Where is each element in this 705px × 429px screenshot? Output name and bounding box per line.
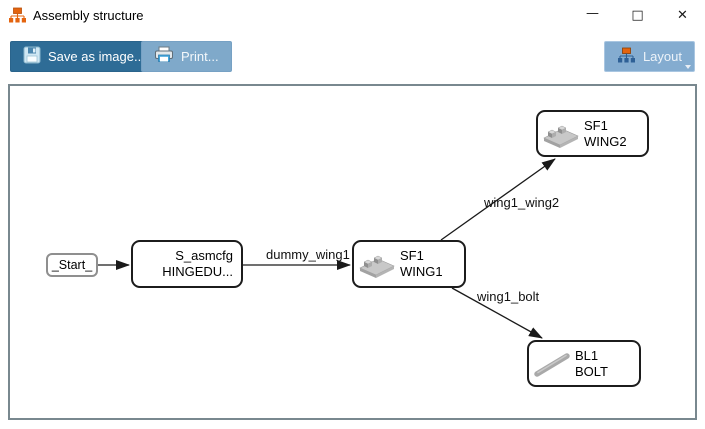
node-asmcfg[interactable]: S_asmcfg HINGEDU...: [131, 240, 243, 288]
layout-button[interactable]: Layout: [603, 41, 695, 72]
print-label: Print...: [181, 49, 219, 64]
close-icon: ✕: [677, 7, 688, 23]
node-asmcfg-line2: HINGEDU...: [162, 264, 233, 279]
node-wing2-line2: WING2: [584, 133, 627, 149]
titlebar: Assembly structure — □ ✕: [0, 0, 705, 30]
node-bolt-line1: BL1: [575, 347, 599, 363]
hierarchy-app-icon: [8, 7, 27, 24]
node-wing1-line1: SF1: [400, 248, 424, 263]
minimize-button[interactable]: —: [570, 0, 615, 30]
node-wing1[interactable]: SF1 WING1: [352, 240, 466, 288]
printer-icon: [154, 46, 174, 67]
maximize-button[interactable]: □: [615, 0, 660, 30]
close-button[interactable]: ✕: [660, 0, 705, 30]
node-wing1-text: SF1 WING1: [400, 248, 443, 280]
node-start[interactable]: _Start_: [46, 253, 98, 277]
node-start-label: _Start_: [51, 258, 93, 272]
edge-wing1-wing2: [440, 158, 556, 241]
window-title: Assembly structure: [33, 7, 144, 23]
edge-label-wing1-bolt: wing1_bolt: [477, 289, 540, 304]
bolt-part-icon: [532, 346, 572, 382]
edge-wing1-bolt: [451, 287, 543, 339]
save-as-image-label: Save as image...: [48, 49, 145, 64]
layout-hierarchy-icon: [617, 47, 636, 67]
node-bolt[interactable]: BL1 BOLT: [527, 340, 641, 387]
window-controls: — □ ✕: [570, 0, 705, 30]
maximize-icon: □: [631, 7, 644, 23]
wing-part-icon: [357, 246, 397, 282]
edges-layer: [98, 158, 556, 339]
node-bolt-line2: BOLT: [575, 363, 608, 379]
node-wing1-line2: WING1: [400, 264, 443, 279]
node-wing2[interactable]: SF1 WING2: [536, 110, 649, 157]
wing-part-icon: [541, 116, 581, 152]
edge-label-wing1-wing2: wing1_wing2: [484, 195, 560, 210]
layout-label: Layout: [642, 49, 682, 64]
toolbar: Save as image... Print... Layout: [0, 38, 705, 78]
node-asmcfg-line1: S_asmcfg: [175, 248, 233, 263]
diagram-canvas: _Start_ S_asmcfg HINGEDU... SF1 WING1: [8, 84, 697, 420]
save-as-image-button[interactable]: Save as image...: [10, 41, 158, 72]
edge-label-dummy-wing1: dummy_wing1: [266, 247, 350, 262]
node-wing2-line1: SF1: [584, 117, 608, 133]
dropdown-arrow-icon: [685, 65, 691, 69]
minimize-icon: —: [586, 5, 599, 21]
floppy-disk-icon: [23, 46, 41, 67]
node-bolt-text: BL1 BOLT: [575, 348, 608, 380]
node-wing2-text: SF1 WING2: [584, 118, 627, 150]
print-button[interactable]: Print...: [141, 41, 232, 72]
